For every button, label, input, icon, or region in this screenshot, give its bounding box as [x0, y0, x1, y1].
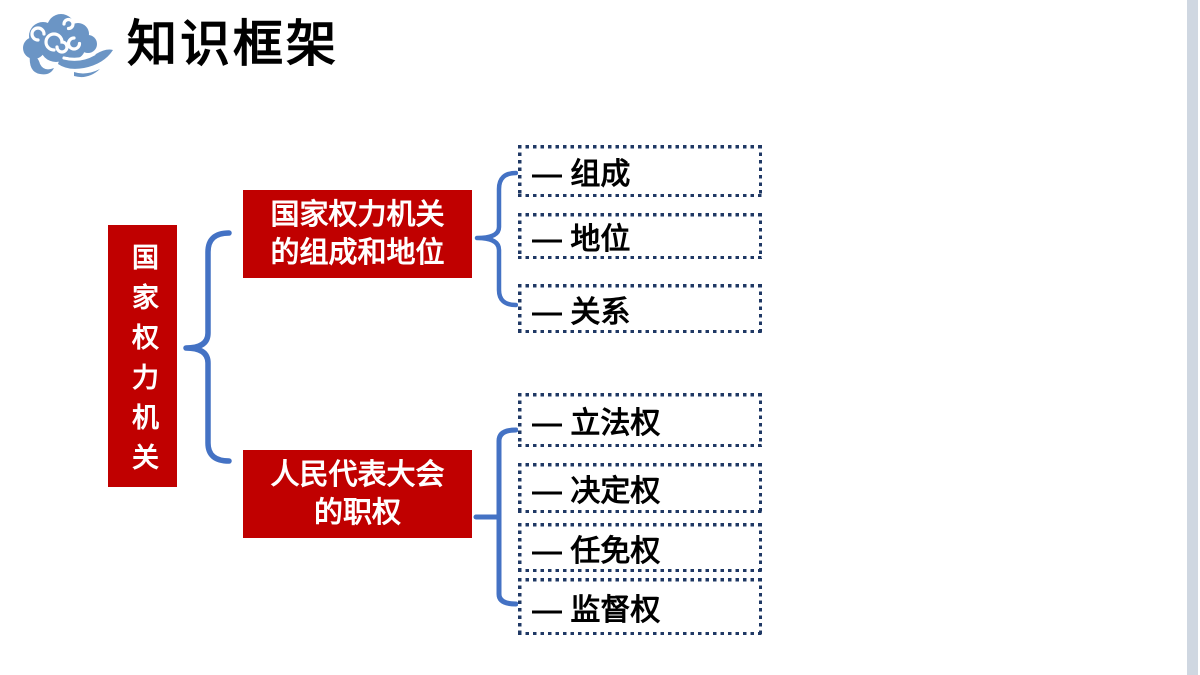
- branch2-bracket: [496, 427, 519, 607]
- leaf-node-composition: — 组成: [518, 145, 762, 197]
- leaf-node-supervision-power: — 监督权: [518, 578, 762, 635]
- leaf-node-appointment-power: — 任免权: [518, 523, 762, 572]
- cloud-icon: [23, 14, 113, 78]
- root-node: 国家权力机关: [108, 225, 177, 487]
- leaf-node-legislative-power: — 立法权: [518, 393, 762, 447]
- branch-node-composition-status: 国家权力机关 的组成和地位: [243, 190, 472, 278]
- leaf-node-relationship: — 关系: [518, 284, 762, 333]
- root-node-label: 国家权力机关: [128, 242, 158, 483]
- root-brace: [183, 230, 232, 464]
- branch1-brace: [474, 170, 519, 308]
- scrollbar-track[interactable]: [1187, 0, 1198, 675]
- leaf-node-decision-power: — 决定权: [518, 463, 762, 513]
- page-title: 知识框架: [127, 16, 339, 72]
- leaf-node-status: — 地位: [518, 213, 762, 259]
- branch-node-npc-powers: 人民代表大会 的职权: [243, 450, 472, 538]
